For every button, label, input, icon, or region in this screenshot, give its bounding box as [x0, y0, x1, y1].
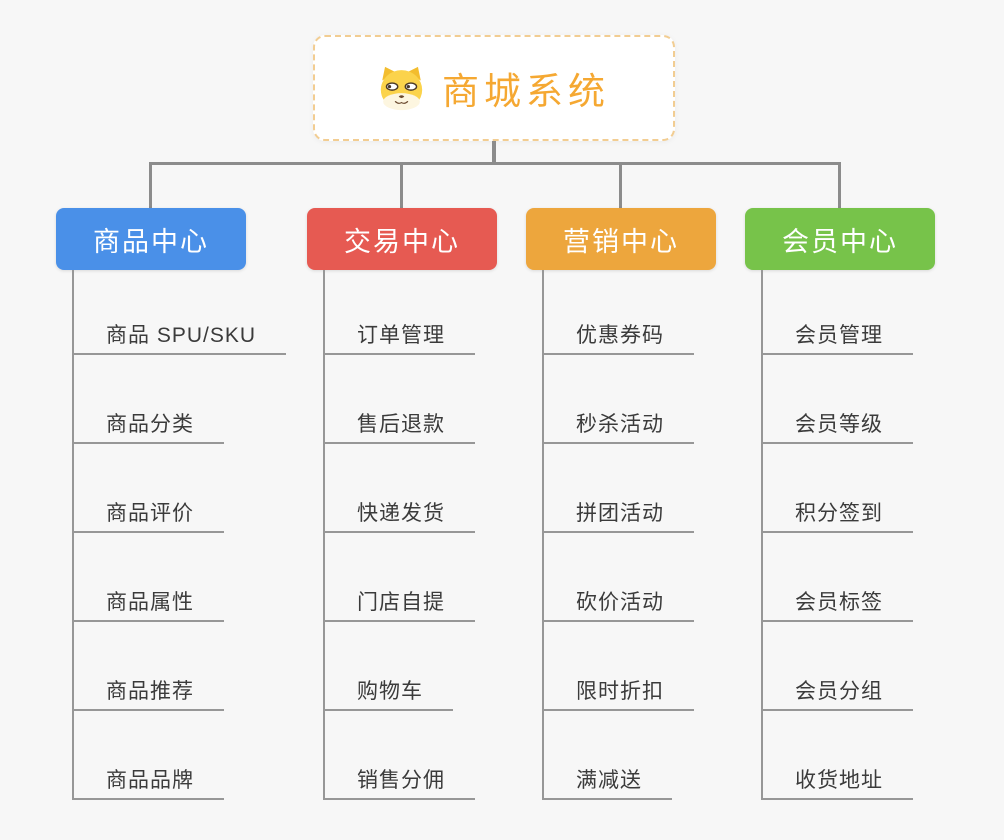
- branch-node-2[interactable]: 交易中心: [307, 208, 497, 270]
- leaf-label: 积分签到: [795, 502, 883, 525]
- branch-node-1[interactable]: 商品中心: [56, 208, 246, 270]
- leaf-label: 商品属性: [106, 591, 194, 614]
- connector-branch-stub-3: [619, 164, 622, 208]
- branch-trunk-line: [761, 270, 763, 800]
- leaf-node-2-4[interactable]: 门店自提: [323, 588, 475, 622]
- leaf-node-4-2[interactable]: 会员等级: [761, 410, 913, 444]
- leaf-node-2-2[interactable]: 售后退款: [323, 410, 475, 444]
- connector-branch-stub-2: [400, 164, 403, 208]
- leaf-node-2-5[interactable]: 购物车: [323, 677, 453, 711]
- leaf-node-3-1[interactable]: 优惠券码: [542, 321, 694, 355]
- leaf-node-3-6[interactable]: 满减送: [542, 766, 672, 800]
- leaf-node-1-1[interactable]: 商品 SPU/SKU: [72, 321, 287, 355]
- leaf-label: 售后退款: [357, 413, 445, 436]
- leaf-node-1-6[interactable]: 商品品牌: [72, 766, 224, 800]
- leaf-label: 会员管理: [795, 324, 883, 347]
- branch-leaves: 优惠券码 秒杀活动 拼团活动 砍价活动 限时折扣 满减送: [526, 208, 716, 808]
- root-title: 商城系统: [442, 71, 610, 112]
- branch-trunk-line: [323, 270, 325, 800]
- branch-label: 交易中心: [344, 226, 460, 257]
- leaf-label: 会员等级: [795, 413, 883, 436]
- branch-trunk-line: [72, 270, 74, 800]
- branch-label: 会员中心: [782, 226, 898, 257]
- branch-node-4[interactable]: 会员中心: [745, 208, 935, 270]
- branch-column-4: 会员中心 会员管理 会员等级 积分签到 会员标签 会员分组 收货地址: [745, 208, 935, 808]
- leaf-node-2-1[interactable]: 订单管理: [323, 321, 475, 355]
- leaf-label: 快递发货: [357, 502, 445, 525]
- branch-column-1: 商品中心 商品 SPU/SKU 商品分类 商品评价 商品属性 商品推荐 商品品牌: [56, 208, 287, 808]
- leaf-node-4-3[interactable]: 积分签到: [761, 499, 913, 533]
- leaf-label: 商品品牌: [106, 769, 194, 792]
- leaf-node-1-5[interactable]: 商品推荐: [72, 677, 224, 711]
- leaf-label: 商品 SPU/SKU: [106, 324, 257, 347]
- branch-node-3[interactable]: 营销中心: [526, 208, 716, 270]
- leaf-label: 收货地址: [795, 769, 883, 792]
- leaf-node-3-5[interactable]: 限时折扣: [542, 677, 694, 711]
- branch-label: 商品中心: [93, 226, 209, 257]
- connector-branch-stub-1: [149, 164, 152, 208]
- leaf-label: 商品评价: [106, 502, 194, 525]
- leaf-label: 满减送: [576, 769, 642, 792]
- connector-horizontal-bar: [149, 162, 841, 165]
- branch-column-3: 营销中心 优惠券码 秒杀活动 拼团活动 砍价活动 限时折扣 满减送: [526, 208, 716, 808]
- connector-branch-stub-4: [838, 164, 841, 208]
- branch-leaves: 订单管理 售后退款 快递发货 门店自提 购物车 销售分佣: [307, 208, 497, 808]
- branch-leaves: 会员管理 会员等级 积分签到 会员标签 会员分组 收货地址: [745, 208, 935, 808]
- leaf-label: 商品推荐: [106, 680, 194, 703]
- leaf-label: 优惠券码: [576, 324, 664, 347]
- leaf-node-2-6[interactable]: 销售分佣: [323, 766, 475, 800]
- leaf-label: 购物车: [357, 680, 423, 703]
- root-node[interactable]: 商城系统: [313, 35, 675, 141]
- leaf-label: 订单管理: [357, 324, 445, 347]
- connector-root-stub: [492, 141, 496, 164]
- leaf-node-1-2[interactable]: 商品分类: [72, 410, 224, 444]
- leaf-node-4-1[interactable]: 会员管理: [761, 321, 913, 355]
- leaf-node-1-4[interactable]: 商品属性: [72, 588, 224, 622]
- leaf-node-4-6[interactable]: 收货地址: [761, 766, 913, 800]
- branch-label: 营销中心: [563, 226, 679, 257]
- branch-leaves: 商品 SPU/SKU 商品分类 商品评价 商品属性 商品推荐 商品品牌: [56, 208, 287, 808]
- leaf-label: 会员分组: [795, 680, 883, 703]
- leaf-label: 会员标签: [795, 591, 883, 614]
- leaf-label: 拼团活动: [576, 502, 664, 525]
- leaf-node-3-2[interactable]: 秒杀活动: [542, 410, 694, 444]
- leaf-node-3-3[interactable]: 拼团活动: [542, 499, 694, 533]
- leaf-label: 商品分类: [106, 413, 194, 436]
- leaf-node-1-3[interactable]: 商品评价: [72, 499, 224, 533]
- leaf-label: 限时折扣: [576, 680, 664, 703]
- leaf-label: 秒杀活动: [576, 413, 664, 436]
- leaf-node-4-5[interactable]: 会员分组: [761, 677, 913, 711]
- branch-trunk-line: [542, 270, 544, 800]
- doge-icon: [378, 65, 425, 111]
- leaf-node-2-3[interactable]: 快递发货: [323, 499, 475, 533]
- branch-column-2: 交易中心 订单管理 售后退款 快递发货 门店自提 购物车 销售分佣: [307, 208, 497, 808]
- leaf-node-3-4[interactable]: 砍价活动: [542, 588, 694, 622]
- leaf-label: 门店自提: [357, 591, 445, 614]
- leaf-label: 销售分佣: [357, 769, 445, 792]
- leaf-label: 砍价活动: [576, 591, 664, 614]
- leaf-node-4-4[interactable]: 会员标签: [761, 588, 913, 622]
